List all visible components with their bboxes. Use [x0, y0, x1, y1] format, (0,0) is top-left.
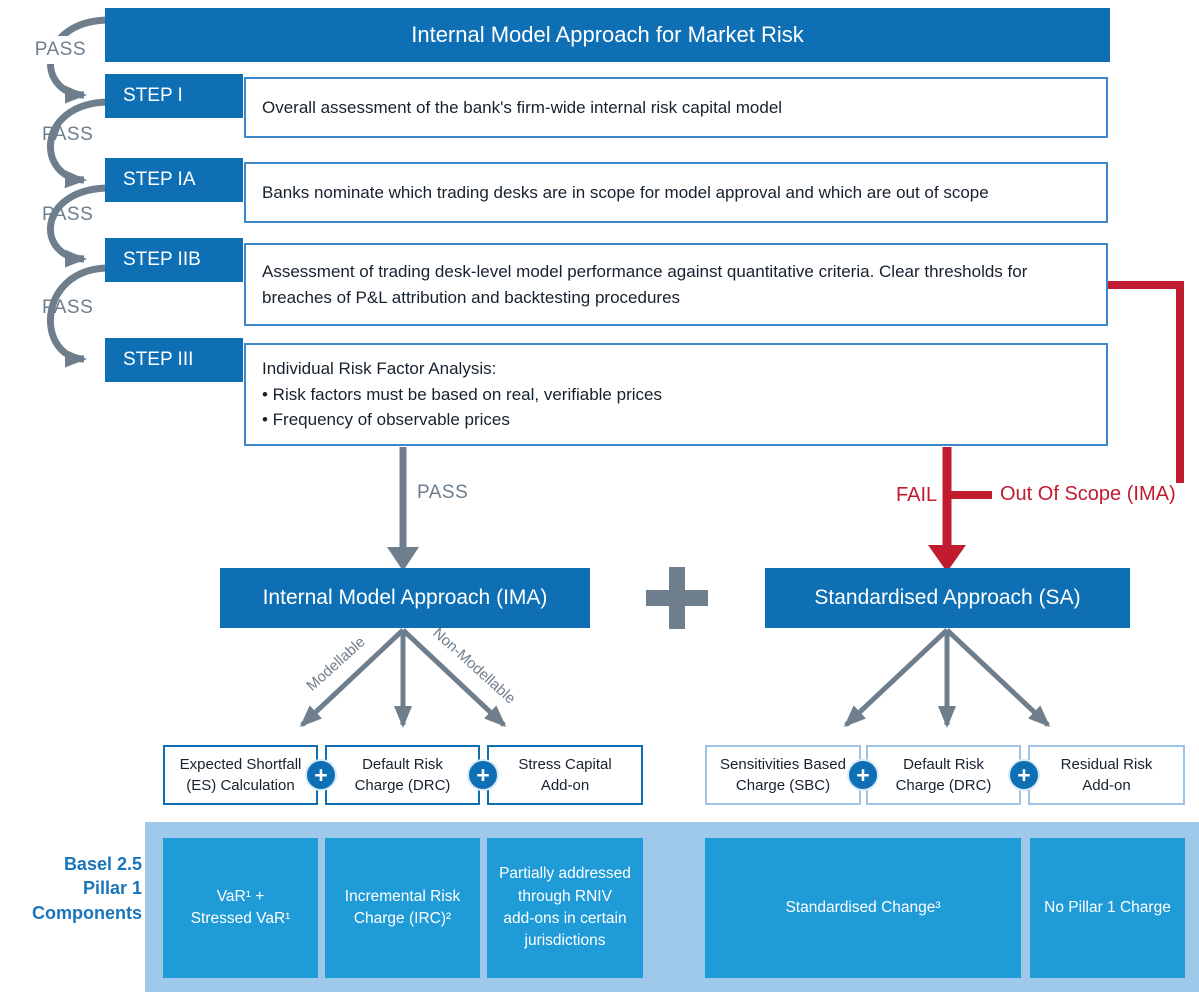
ima-component-expected-shortfall: Expected Shortfall (ES) Calculation — [163, 745, 318, 805]
fail-arrowhead — [928, 545, 966, 572]
pass-curve-3 — [47, 184, 108, 268]
sa-component-sensitivities-based-charge: Sensitivities Based Charge (SBC) — [705, 745, 861, 805]
plus-circle-icon: + — [847, 759, 879, 791]
basel-item-var-stressed-var: VaR¹ + Stressed VaR¹ — [163, 838, 318, 978]
step-description-i: Overall assessment of the bank's firm-wi… — [244, 77, 1108, 138]
ima-approach-box: Internal Model Approach (IMA) — [220, 568, 590, 628]
pass-curve-2 — [47, 98, 108, 189]
pass-label-4: PASS — [42, 297, 94, 318]
basel-components-caption: Basel 2.5 Pillar 1 Components — [32, 854, 142, 923]
plus-circle-icon: + — [305, 759, 337, 791]
step-label-i: STEP I — [105, 74, 243, 118]
plus-circle-icon: + — [1008, 759, 1040, 791]
pass-label-2: PASS — [42, 124, 94, 145]
out-of-scope-label: Out Of Scope (IMA) — [992, 483, 1184, 506]
pass-label-1: PASS — [0, 36, 88, 64]
sa-approach-box: Standardised Approach (SA) — [765, 568, 1130, 628]
plus-icon-horizontal-bar — [646, 590, 708, 606]
step-label-iib: STEP IIB — [105, 238, 243, 282]
basel-components-panel — [145, 822, 1199, 992]
pass-arrowhead — [387, 547, 419, 571]
basel-item-rniv-addons: Partially addressed through RNIV add-ons… — [487, 838, 643, 978]
step-label-iii: STEP III — [105, 338, 243, 382]
pass-outcome-label: PASS — [417, 482, 469, 503]
ima-component-stress-capital-addon: Stress Capital Add-on — [487, 745, 643, 805]
pass-label-3: PASS — [42, 204, 94, 225]
step-description-iib: Assessment of trading desk-level model p… — [244, 243, 1108, 326]
ima-component-default-risk-charge: Default Risk Charge (DRC) — [325, 745, 480, 805]
step-description-iii: Individual Risk Factor Analysis: • Risk … — [244, 343, 1108, 446]
fail-outcome-label: FAIL — [896, 484, 938, 506]
page-title: Internal Model Approach for Market Risk — [105, 8, 1110, 62]
ima-fan-arrow-left — [299, 628, 405, 728]
sa-fan-arrow-left — [843, 628, 949, 728]
plus-circle-icon: + — [467, 759, 499, 791]
step-label-ia: STEP IA — [105, 158, 243, 202]
basel-item-no-pillar1-charge: No Pillar 1 Charge — [1030, 838, 1185, 978]
pass-curve-4 — [47, 264, 108, 368]
basel-item-incremental-risk-charge: Incremental Risk Charge (IRC)² — [325, 838, 480, 978]
step-description-ia: Banks nominate which trading desks are i… — [244, 162, 1108, 223]
basel-item-standardised-change: Standardised Change³ — [705, 838, 1021, 978]
ima-fan-arrow-right — [401, 628, 507, 728]
plus-icon — [646, 567, 708, 629]
sa-component-residual-risk-addon: Residual Risk Add-on — [1028, 745, 1185, 805]
sa-fan-arrow-right — [945, 628, 1051, 728]
sa-component-default-risk-charge: Default Risk Charge (DRC) — [866, 745, 1021, 805]
